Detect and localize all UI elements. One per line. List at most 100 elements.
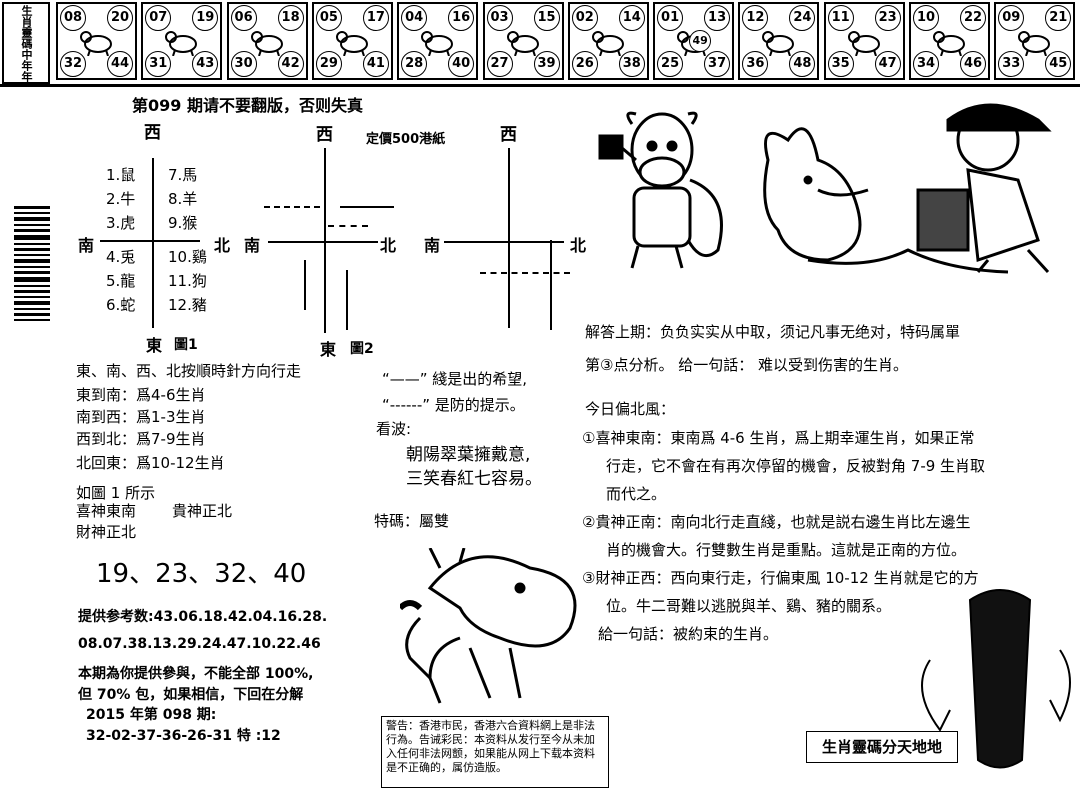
- zodiac-number: 34: [913, 51, 939, 77]
- ox-icon: [165, 31, 198, 56]
- zodiac-number: 02: [571, 5, 598, 31]
- zodiac-number: 21: [1045, 5, 1072, 31]
- ox-mascot-illustration: [598, 111, 723, 269]
- item3-line-b: 位。牛二哥難以逃脱與羊、鷄、豬的關系。: [606, 597, 892, 615]
- zodiac-number: 44: [107, 51, 133, 77]
- gui-shen: 貴神正北: [172, 502, 233, 520]
- zodiac-list-item: 2.牛: [106, 190, 136, 208]
- warning-notice: 警告：香港市民，香港六合資料網上是非法行為。告诫彩民：本资料从发行至今从未加入任…: [381, 716, 609, 788]
- zodiac-number: 23: [874, 5, 901, 31]
- zodiac-list-item: 5.龍: [106, 272, 136, 290]
- issue-line: 第099 期请不要翻版，否则失真: [132, 96, 363, 115]
- donkey-illustration: [400, 548, 577, 704]
- zodiac-number: 01: [657, 5, 684, 31]
- zodiac-number: 06: [230, 5, 257, 31]
- zodiac-number: 47: [874, 51, 901, 77]
- zodiac-number: 43: [192, 51, 219, 77]
- barcode-icon: [14, 206, 50, 321]
- rabbit-icon: [335, 31, 368, 56]
- zodiac-number: 36: [742, 51, 769, 77]
- key-numbers: 19、23、32、40: [96, 559, 307, 589]
- zodiac-number: 04: [401, 5, 428, 31]
- zodiac-number: 13: [704, 5, 731, 31]
- reference-numbers-2: 08.07.38.13.29.24.47.10.22.46: [78, 636, 321, 652]
- diagram1-label: 圖1: [174, 337, 198, 353]
- direction-rule: 東到南：爲4-6生肖: [76, 386, 206, 404]
- item1-line-b: 行走，它不會在有再次停留的機會，反被對角 7-9 生肖取: [606, 457, 986, 475]
- zodiac-number: 15: [533, 5, 560, 31]
- zodiac-number: 31: [145, 51, 172, 77]
- diagram2-south: 南: [244, 236, 261, 255]
- diagram2-west: 西: [316, 125, 333, 145]
- poem-line-2: 三笑春紅七容易。: [406, 469, 542, 489]
- zodiac-number: 07: [145, 5, 172, 31]
- zodiac-number: 33: [998, 51, 1025, 77]
- horse-icon: [591, 31, 624, 56]
- diagram2-label: 圖2: [350, 341, 374, 357]
- diagram-3: 西 南 北: [420, 110, 600, 350]
- zodiac-number: 37: [704, 51, 731, 77]
- zodiac-number: 40: [448, 51, 475, 77]
- diagram1-south: 南: [78, 236, 95, 255]
- zodiac-extra-number: 49: [689, 30, 712, 52]
- zodiac-number: 09: [998, 5, 1025, 31]
- diagram-2: 西 南 北 東 圖2: [240, 110, 400, 360]
- rabbit-boy-illustration: [763, 103, 1052, 274]
- pig-icon: [1018, 31, 1051, 56]
- zodiac-number: 32: [60, 51, 86, 77]
- bottom-slogan-suffix: 地: [927, 738, 943, 756]
- zodiac-number: 29: [315, 51, 342, 77]
- diagram2-north: 北: [380, 236, 397, 255]
- direction-intro: 東、南、西、北按順時針方向行走: [76, 362, 302, 380]
- kan-bo-label: 看波:: [376, 420, 412, 438]
- zodiac-number: 41: [362, 51, 389, 77]
- price-label: 定價500港紙: [366, 132, 446, 147]
- zodiac-number: 17: [362, 5, 389, 31]
- hint-dashed-line: “------” 是防的提示。: [382, 396, 525, 414]
- dragon-icon: [421, 31, 454, 56]
- diagram2-east: 東: [320, 340, 337, 359]
- monkey-icon: [762, 31, 795, 56]
- bottom-slogan: 生肖靈碼分天地地: [806, 731, 958, 763]
- diagram3-south: 南: [424, 236, 441, 255]
- rooster-icon: [847, 31, 880, 56]
- zodiac-number: 24: [789, 5, 816, 31]
- strip-title: 生肖靈碼中年年: [2, 2, 50, 84]
- rat-icon: [80, 31, 112, 56]
- item1-line-c: 而代之。: [606, 485, 667, 503]
- zodiac-list-item: 3.虎: [106, 214, 136, 232]
- zodiac-number: 30: [230, 51, 257, 77]
- zodiac-number: 03: [486, 5, 513, 31]
- zodiac-list-item: 1.鼠: [106, 166, 136, 184]
- zodiac-number: 46: [960, 51, 986, 77]
- previous-result: 32-02-37-36-26-31 特 :12: [86, 728, 281, 744]
- zodiac-number: 35: [827, 51, 854, 77]
- snake-icon: [506, 31, 539, 56]
- xi-shen: 喜神東南: [76, 502, 137, 520]
- poem-line-1: 朝陽翠葉擁戴意,: [406, 445, 531, 465]
- cai-shen: 財神正北: [76, 523, 137, 541]
- zodiac-number: 19: [192, 5, 219, 31]
- zodiac-list-item: 10.鷄: [168, 248, 207, 266]
- zodiac-number: 08: [60, 5, 86, 31]
- today-wind: 今日偏北風：: [585, 400, 676, 418]
- zodiac-number: 42: [277, 51, 304, 77]
- zodiac-cell: 07 19 31 43: [141, 2, 223, 80]
- item2-line-a: ②貴神正南：南向北行走直綫，也就是説右邊生肖比左邊生: [582, 513, 971, 531]
- answer-line-2: 第③点分析。 给一句話： 难以受到伤害的生肖。: [585, 356, 908, 374]
- dog-icon: [933, 31, 965, 56]
- item3-line-a: ③財神正西：西向東行走，行偏東風 10-12 生肖就是它的方: [582, 569, 979, 587]
- direction-rule: 北回東：爲10-12生肖: [76, 454, 225, 472]
- final-hint: 給一句話：被約束的生肖。: [598, 625, 779, 643]
- as-figure-1: 如圖 1 所示: [76, 484, 156, 502]
- diagram1-west: 西: [144, 123, 161, 143]
- zodiac-number: 18: [277, 5, 304, 31]
- special-code: 特碼：屬雙: [374, 512, 450, 530]
